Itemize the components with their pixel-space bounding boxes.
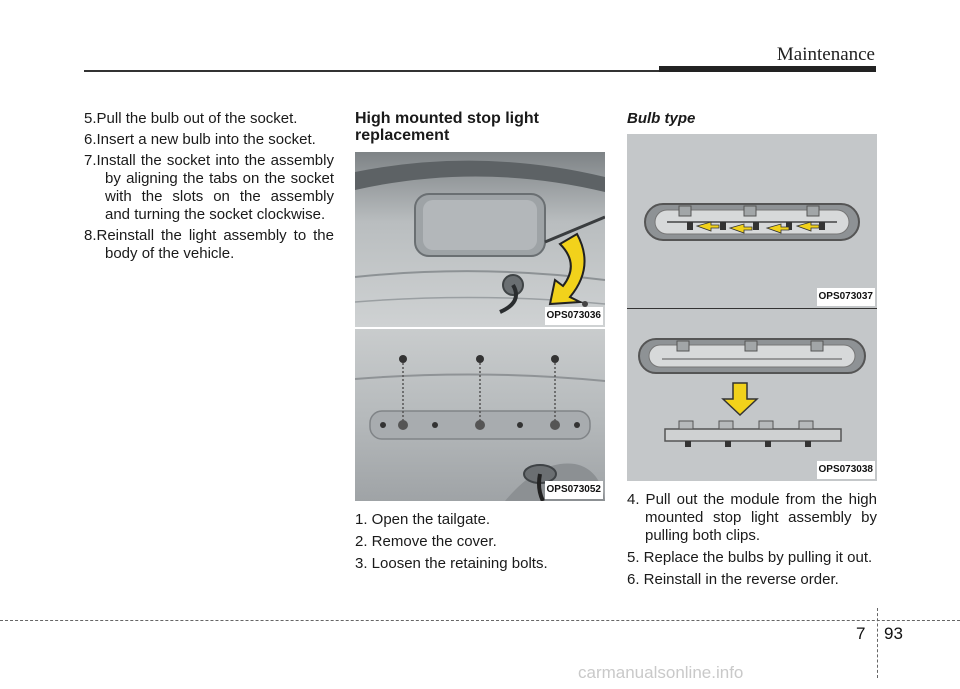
bolt-left [398, 355, 408, 430]
figure-code: OPS073036 [544, 307, 603, 325]
right-column: Bulb type OPS073037 [627, 110, 877, 593]
stop-light-assembly-illustration [627, 134, 877, 308]
step-4: 4. Pull out the module from the high mou… [627, 491, 877, 544]
step-6: 6.Insert a new bulb into the socket. [84, 131, 316, 148]
step-8: 8.Reinstall the light assembly to the bo… [84, 227, 334, 262]
bulb-type-heading: Bulb type [627, 110, 696, 127]
step-1: 1. Open the tailgate. [355, 511, 491, 528]
bolt-right [550, 355, 560, 430]
left-column: 5.Pull the bulb out of the socket. 6.Ins… [84, 110, 334, 266]
section-title: Maintenance [776, 44, 875, 65]
section-heading: High mounted stop light replacement [355, 110, 539, 144]
footer-rule [0, 620, 960, 621]
figure-tailgate-bolts: OPS073052 [355, 327, 605, 501]
middle-column: High mounted stop light replacement OPS0… [355, 110, 605, 577]
step-3: 3. Loosen the retaining bolts. [355, 555, 548, 572]
bolt-middle [475, 355, 485, 430]
step-5-replace: 5. Replace the bulbs by pulling it out. [627, 549, 873, 566]
header-rule [84, 70, 659, 72]
step-2: 2. Remove the cover. [355, 533, 497, 550]
page-number: 93 [884, 624, 903, 643]
header-rule-thick [659, 66, 876, 72]
step-6-reinstall: 6. Reinstall in the reverse order. [627, 571, 839, 588]
figure-code: OPS073037 [816, 288, 875, 306]
footer-divider [877, 608, 878, 678]
tailgate-bolts-illustration [355, 329, 605, 501]
step-7: 7.Install the socket into the assembly b… [84, 152, 334, 223]
figure-stop-light-assembly: OPS073037 [627, 134, 877, 309]
figure-module-removal: OPS073038 [627, 309, 877, 481]
watermark[interactable]: carmanualsonline.info [578, 663, 744, 682]
step-5: 5.Pull the bulb out of the socket. [84, 110, 298, 127]
tailgate-cover-arrow-illustration [355, 152, 605, 327]
stop-light-module-removal-illustration [627, 309, 877, 481]
figure-tailgate-cover: OPS073036 [355, 152, 605, 327]
chapter-number: 7 [856, 624, 866, 643]
figure-code: OPS073038 [816, 461, 875, 479]
figure-code: OPS073052 [544, 481, 603, 499]
